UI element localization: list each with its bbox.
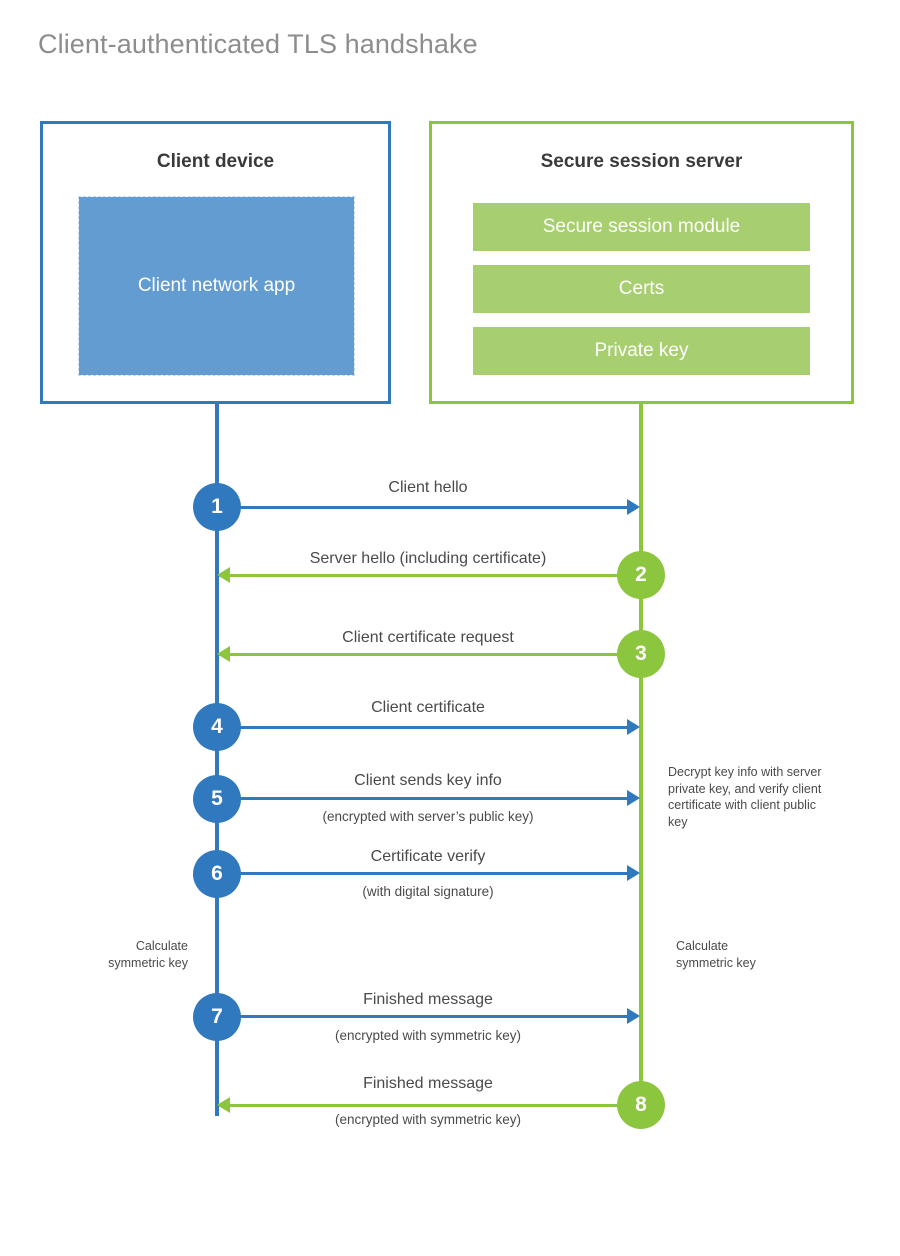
arrow-head-7	[627, 1008, 640, 1024]
step-circle-7[interactable]: 7	[193, 993, 241, 1041]
server-module-bar: Secure session module	[473, 203, 810, 251]
message-label-3: Client certificate request	[342, 629, 514, 646]
client-network-app-label: Client network app	[137, 275, 296, 296]
message-sublabel-5: (encrypted with server’s public key)	[322, 809, 534, 824]
message-label-1: Client hello	[388, 479, 468, 496]
client-network-app-block: Client network app	[78, 196, 355, 376]
step-circle-3[interactable]: 3	[617, 630, 665, 678]
server-decrypt-note: Decrypt key info with server private key…	[668, 765, 822, 829]
message-line-5	[217, 797, 629, 800]
message-label-4: Client certificate	[371, 699, 485, 716]
step-circle-6[interactable]: 6	[193, 850, 241, 898]
secure-session-server-title: Secure session server	[540, 151, 743, 172]
message-label-7: Finished message	[363, 991, 493, 1008]
message-label-8: Finished message	[363, 1075, 493, 1092]
arrow-head-6	[627, 865, 640, 881]
message-line-3	[219, 653, 629, 656]
arrow-head-4	[627, 719, 640, 735]
message-line-2	[219, 574, 629, 577]
secure-session-server-box: Secure session server Secure session mod…	[429, 121, 854, 404]
message-sublabel-6: (with digital signature)	[362, 884, 494, 899]
message-label-5: Client sends key info	[354, 772, 502, 789]
message-line-4	[217, 726, 629, 729]
server-lifeline	[639, 404, 643, 1106]
step-circle-5[interactable]: 5	[193, 775, 241, 823]
message-sublabel-8: (encrypted with symmetric key)	[334, 1112, 522, 1127]
arrow-head-5	[627, 790, 640, 806]
step-circle-8[interactable]: 8	[617, 1081, 665, 1129]
server-certs-bar: Certs	[473, 265, 810, 313]
server-certs-label: Certs	[618, 278, 665, 299]
message-line-7	[217, 1015, 629, 1018]
page-title: Client-authenticated TLS handshake	[38, 29, 478, 59]
message-sublabel-7: (encrypted with symmetric key)	[334, 1028, 522, 1043]
arrow-head-3	[217, 646, 230, 662]
client-device-title: Client device	[156, 151, 275, 172]
step-circle-1[interactable]: 1	[193, 483, 241, 531]
message-line-8	[219, 1104, 629, 1107]
step-circle-4[interactable]: 4	[193, 703, 241, 751]
client-lifeline	[215, 404, 219, 1116]
arrow-head-1	[627, 499, 640, 515]
arrow-head-8	[217, 1097, 230, 1113]
message-label-6: Certificate verify	[370, 848, 486, 865]
step-circle-2[interactable]: 2	[617, 551, 665, 599]
message-line-1	[217, 506, 629, 509]
message-line-6	[217, 872, 629, 875]
client-device-box: Client device Client network app	[40, 121, 391, 404]
server-private-key-label: Private key	[594, 340, 689, 361]
message-label-2: Server hello (including certificate)	[309, 550, 547, 567]
server-module-label: Secure session module	[542, 216, 741, 237]
server-private-key-bar: Private key	[473, 327, 810, 375]
arrow-head-2	[217, 567, 230, 583]
